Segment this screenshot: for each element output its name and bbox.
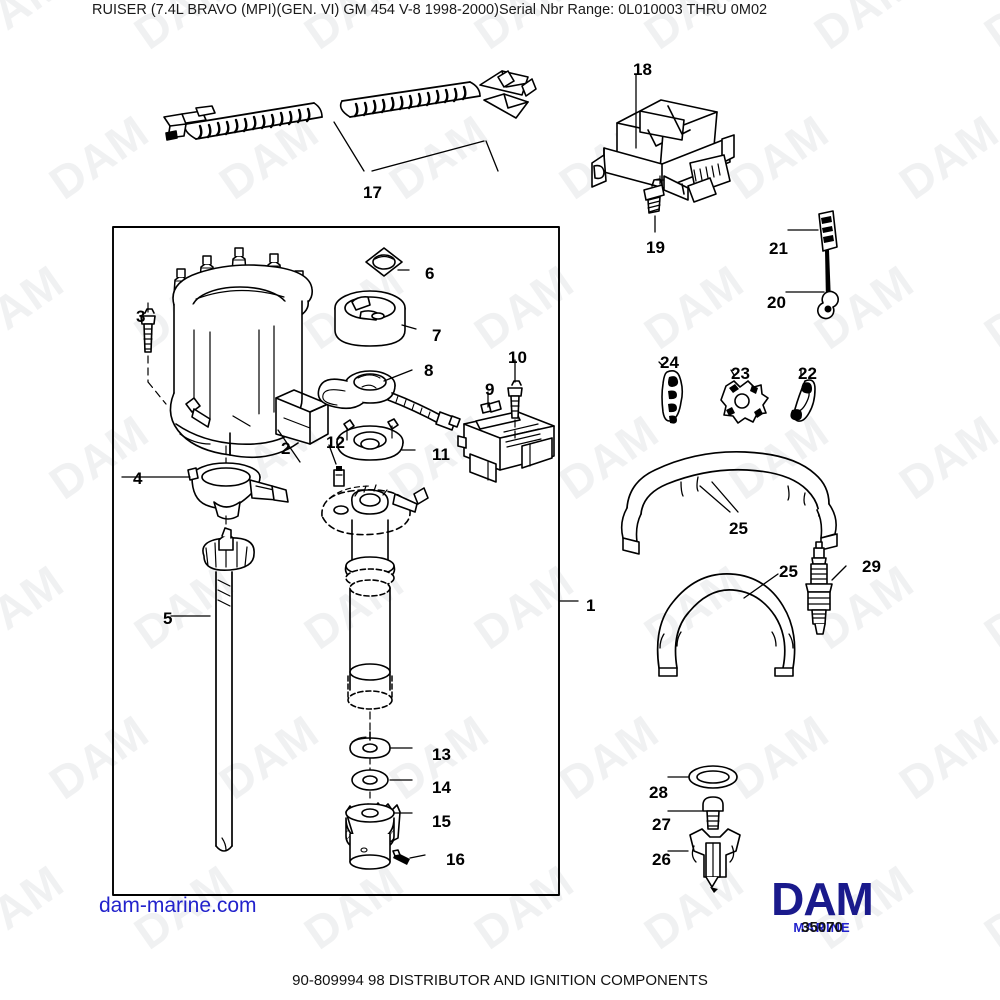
callout-roll-pin: 16: [446, 850, 465, 869]
distributor-housing: [321, 484, 429, 731]
callout-distributor-shaft: 5: [163, 609, 173, 628]
footer-caption: 90-809994 98 DISTRIBUTOR AND IGNITION CO…: [292, 972, 708, 989]
part-28-seal-washer: [667, 765, 738, 789]
callout-spark-plug: 29: [862, 557, 881, 576]
part-16-roll-pin: [392, 849, 426, 865]
callout-pickup-coil: 8: [424, 361, 434, 380]
part-13-thrust-washer: [349, 731, 413, 771]
callout-rotor-retainer: 6: [425, 264, 435, 283]
callout-wire-bracket: 26: [652, 850, 671, 869]
callout-flat-washer: 14: [432, 778, 451, 797]
site-link[interactable]: dam-marine.com: [99, 894, 257, 917]
diagram-code: 35070: [801, 919, 843, 936]
part-4-rotor: [121, 445, 289, 541]
part-10-module-screw: [507, 359, 523, 439]
callout-ground-strap-terminal: 21: [769, 239, 788, 258]
callout-seal-washer: 28: [649, 783, 668, 802]
callout-thrust-washer: 13: [432, 745, 451, 764]
part-23-wire-separator: [720, 369, 769, 424]
callout-wire-retainer-strip: 24: [660, 353, 679, 372]
callout-wire-clip-small: 22: [798, 364, 817, 383]
part-7-weight-cup: [334, 290, 417, 347]
callout-weight-cup: 7: [432, 326, 442, 345]
callout-distributor-assembly-boundary: 1: [586, 596, 596, 615]
callout-retaining-clip: 12: [326, 433, 345, 452]
part-6-retainer: [365, 247, 410, 277]
callout-ignition-coil: 18: [633, 60, 652, 79]
logo-wordmark: DAM: [771, 873, 874, 925]
callout-spark-plug-wire-loom-lower: 25: [779, 562, 798, 581]
part-2-distributor-cap: [169, 247, 329, 463]
part-5-distributor-shaft: [170, 527, 255, 852]
part-9-ignition-module: [457, 391, 555, 483]
part-20-ground-lead: [785, 250, 839, 320]
part-18-ignition-coil: [591, 73, 735, 203]
callout-spark-plug-wire-harness: 17: [363, 183, 382, 202]
callout-drive-gear: 15: [432, 812, 451, 831]
callout-pole-piece: 11: [432, 445, 450, 464]
part-15-drive-gear: [345, 802, 413, 870]
callout-ground-lead: 20: [767, 293, 786, 312]
part-22-wire-clip: [790, 369, 816, 422]
dam-logo: DAM MARINE 35070: [752, 876, 892, 938]
part-11-pole-piece: [336, 418, 416, 461]
part-12-clip: [328, 444, 345, 487]
callout-distributor-cap: 2: [281, 439, 291, 458]
header-bar: RUISER (7.4L BRAVO (MPI)(GEN. VI) GM 454…: [0, 0, 1000, 22]
logo-subtitle: MARINE: [793, 920, 851, 935]
part-21-ground-terminal: [787, 210, 838, 252]
callout-module-screw: 10: [508, 348, 527, 367]
callout-cap-screw: 3: [136, 307, 146, 326]
part-17-wiring-harness: [163, 70, 537, 172]
callout-bracket-screw: 27: [652, 815, 671, 834]
part-1-assembly-boundary: [112, 226, 579, 896]
part-25-loom-lower: [656, 573, 796, 677]
part-29-spark-plug: [805, 541, 847, 635]
callout-rotor: 4: [133, 469, 143, 488]
part-14-flat-washer: [351, 769, 413, 803]
callout-spark-plug-wire-loom-upper: 25: [729, 519, 748, 538]
part-26-wire-bracket: [667, 828, 741, 893]
part-3-cap-screw: [140, 302, 167, 405]
part-8-pickup-coil: [317, 369, 461, 431]
part-19-coil-screw: [643, 178, 665, 233]
part-24-wire-retainer: [658, 361, 684, 424]
callout-wire-separator: 23: [731, 364, 750, 383]
header-title: RUISER (7.4L BRAVO (MPI)(GEN. VI) GM 454…: [92, 2, 768, 18]
callout-coil-screw: 19: [646, 238, 665, 257]
part-25-loom-upper: [620, 450, 838, 555]
part-27-bracket-screw: [667, 796, 724, 830]
logo-subtitle-group: MARINE 35070: [752, 919, 892, 938]
callout-ignition-module: 9: [485, 380, 495, 399]
